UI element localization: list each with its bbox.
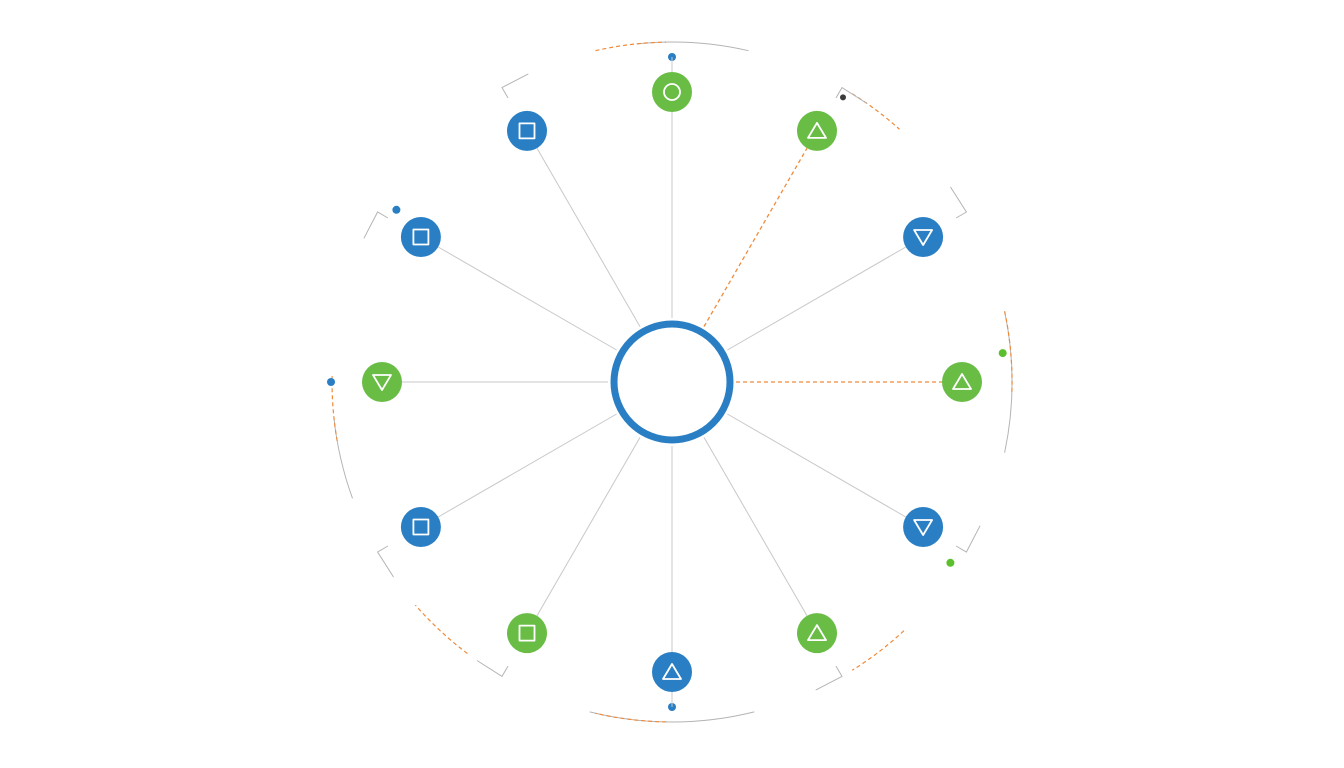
- node-lower-right[interactable]: [797, 613, 837, 654]
- frame-bracket-4: [476, 660, 509, 678]
- node-disc: [507, 110, 547, 151]
- frame-dashed-arc-2: [1004, 311, 1013, 394]
- square-icon: [518, 624, 536, 642]
- node-disc: [652, 72, 692, 112]
- node-left-upper[interactable]: [400, 217, 441, 257]
- node-disc: [400, 507, 441, 547]
- square-icon: [518, 122, 536, 140]
- frame-dashed-arc-0: [595, 41, 667, 52]
- frame-dashed-arc-3: [851, 630, 905, 671]
- frame-dot-6: [946, 558, 955, 567]
- frame-bracket-2: [955, 525, 981, 553]
- node-lower-left[interactable]: [507, 613, 547, 654]
- frame-bracket-6: [363, 211, 389, 239]
- node-right[interactable]: [942, 362, 982, 402]
- frame-bracket-3: [815, 665, 843, 691]
- node-disc: [507, 613, 547, 654]
- node-disc: [903, 217, 944, 257]
- frame-dashed-arc-4: [595, 712, 667, 723]
- square-icon: [412, 518, 430, 536]
- frame-bracket-5: [376, 545, 394, 578]
- node-disc: [652, 652, 692, 692]
- spoke-upper-right: [703, 147, 808, 327]
- triangle-down-icon: [372, 374, 392, 391]
- node-disc: [942, 362, 982, 402]
- node-left-lower[interactable]: [400, 507, 441, 547]
- node-right-upper[interactable]: [903, 217, 944, 257]
- frame-arc-0: [636, 41, 749, 52]
- circle-icon: [663, 83, 681, 101]
- triangle-up-icon: [952, 373, 972, 390]
- frame-dot-3: [840, 94, 846, 101]
- spoke-left-lower: [437, 413, 617, 518]
- triangle-up-icon: [807, 121, 827, 139]
- node-left[interactable]: [362, 362, 402, 402]
- frame-bracket-1: [950, 186, 968, 219]
- node-disc: [797, 110, 837, 151]
- node-disc: [400, 217, 441, 257]
- spoke-left-upper: [437, 246, 617, 351]
- hub-ring: [610, 320, 734, 444]
- frame-dashed-arc-6: [331, 376, 338, 442]
- node-disc: [362, 362, 402, 402]
- triangle-up-icon: [807, 624, 827, 641]
- frame-bracket-0: [835, 86, 868, 104]
- node-disc: [903, 507, 944, 547]
- node-disc: [797, 613, 837, 654]
- frame-dot-2: [327, 378, 335, 386]
- frame-dot-4: [392, 205, 401, 214]
- spokes-layer: [402, 57, 942, 707]
- triangle-up-icon: [662, 663, 682, 680]
- spoke-upper-left: [536, 147, 641, 327]
- triangle-down-icon: [913, 519, 933, 536]
- node-upper-right[interactable]: [797, 110, 837, 151]
- frame-dashed-arc-5: [414, 604, 468, 654]
- outer-frame-layer: [327, 41, 1013, 723]
- frame-dot-5: [998, 349, 1007, 358]
- node-top[interactable]: [652, 72, 692, 112]
- square-icon: [412, 228, 430, 246]
- spoke-right-upper: [727, 246, 907, 351]
- nodes-layer: [362, 72, 982, 692]
- node-upper-left[interactable]: [507, 110, 547, 151]
- node-bottom[interactable]: [652, 652, 692, 692]
- hub-layer: [610, 320, 734, 444]
- spoke-right-lower: [727, 413, 907, 518]
- spoke-lower-right: [703, 437, 808, 617]
- node-right-lower[interactable]: [903, 507, 944, 547]
- triangle-down-icon: [913, 229, 933, 246]
- frame-arc-2: [333, 417, 353, 499]
- frame-bracket-7: [501, 73, 529, 99]
- spoke-lower-left: [536, 437, 641, 617]
